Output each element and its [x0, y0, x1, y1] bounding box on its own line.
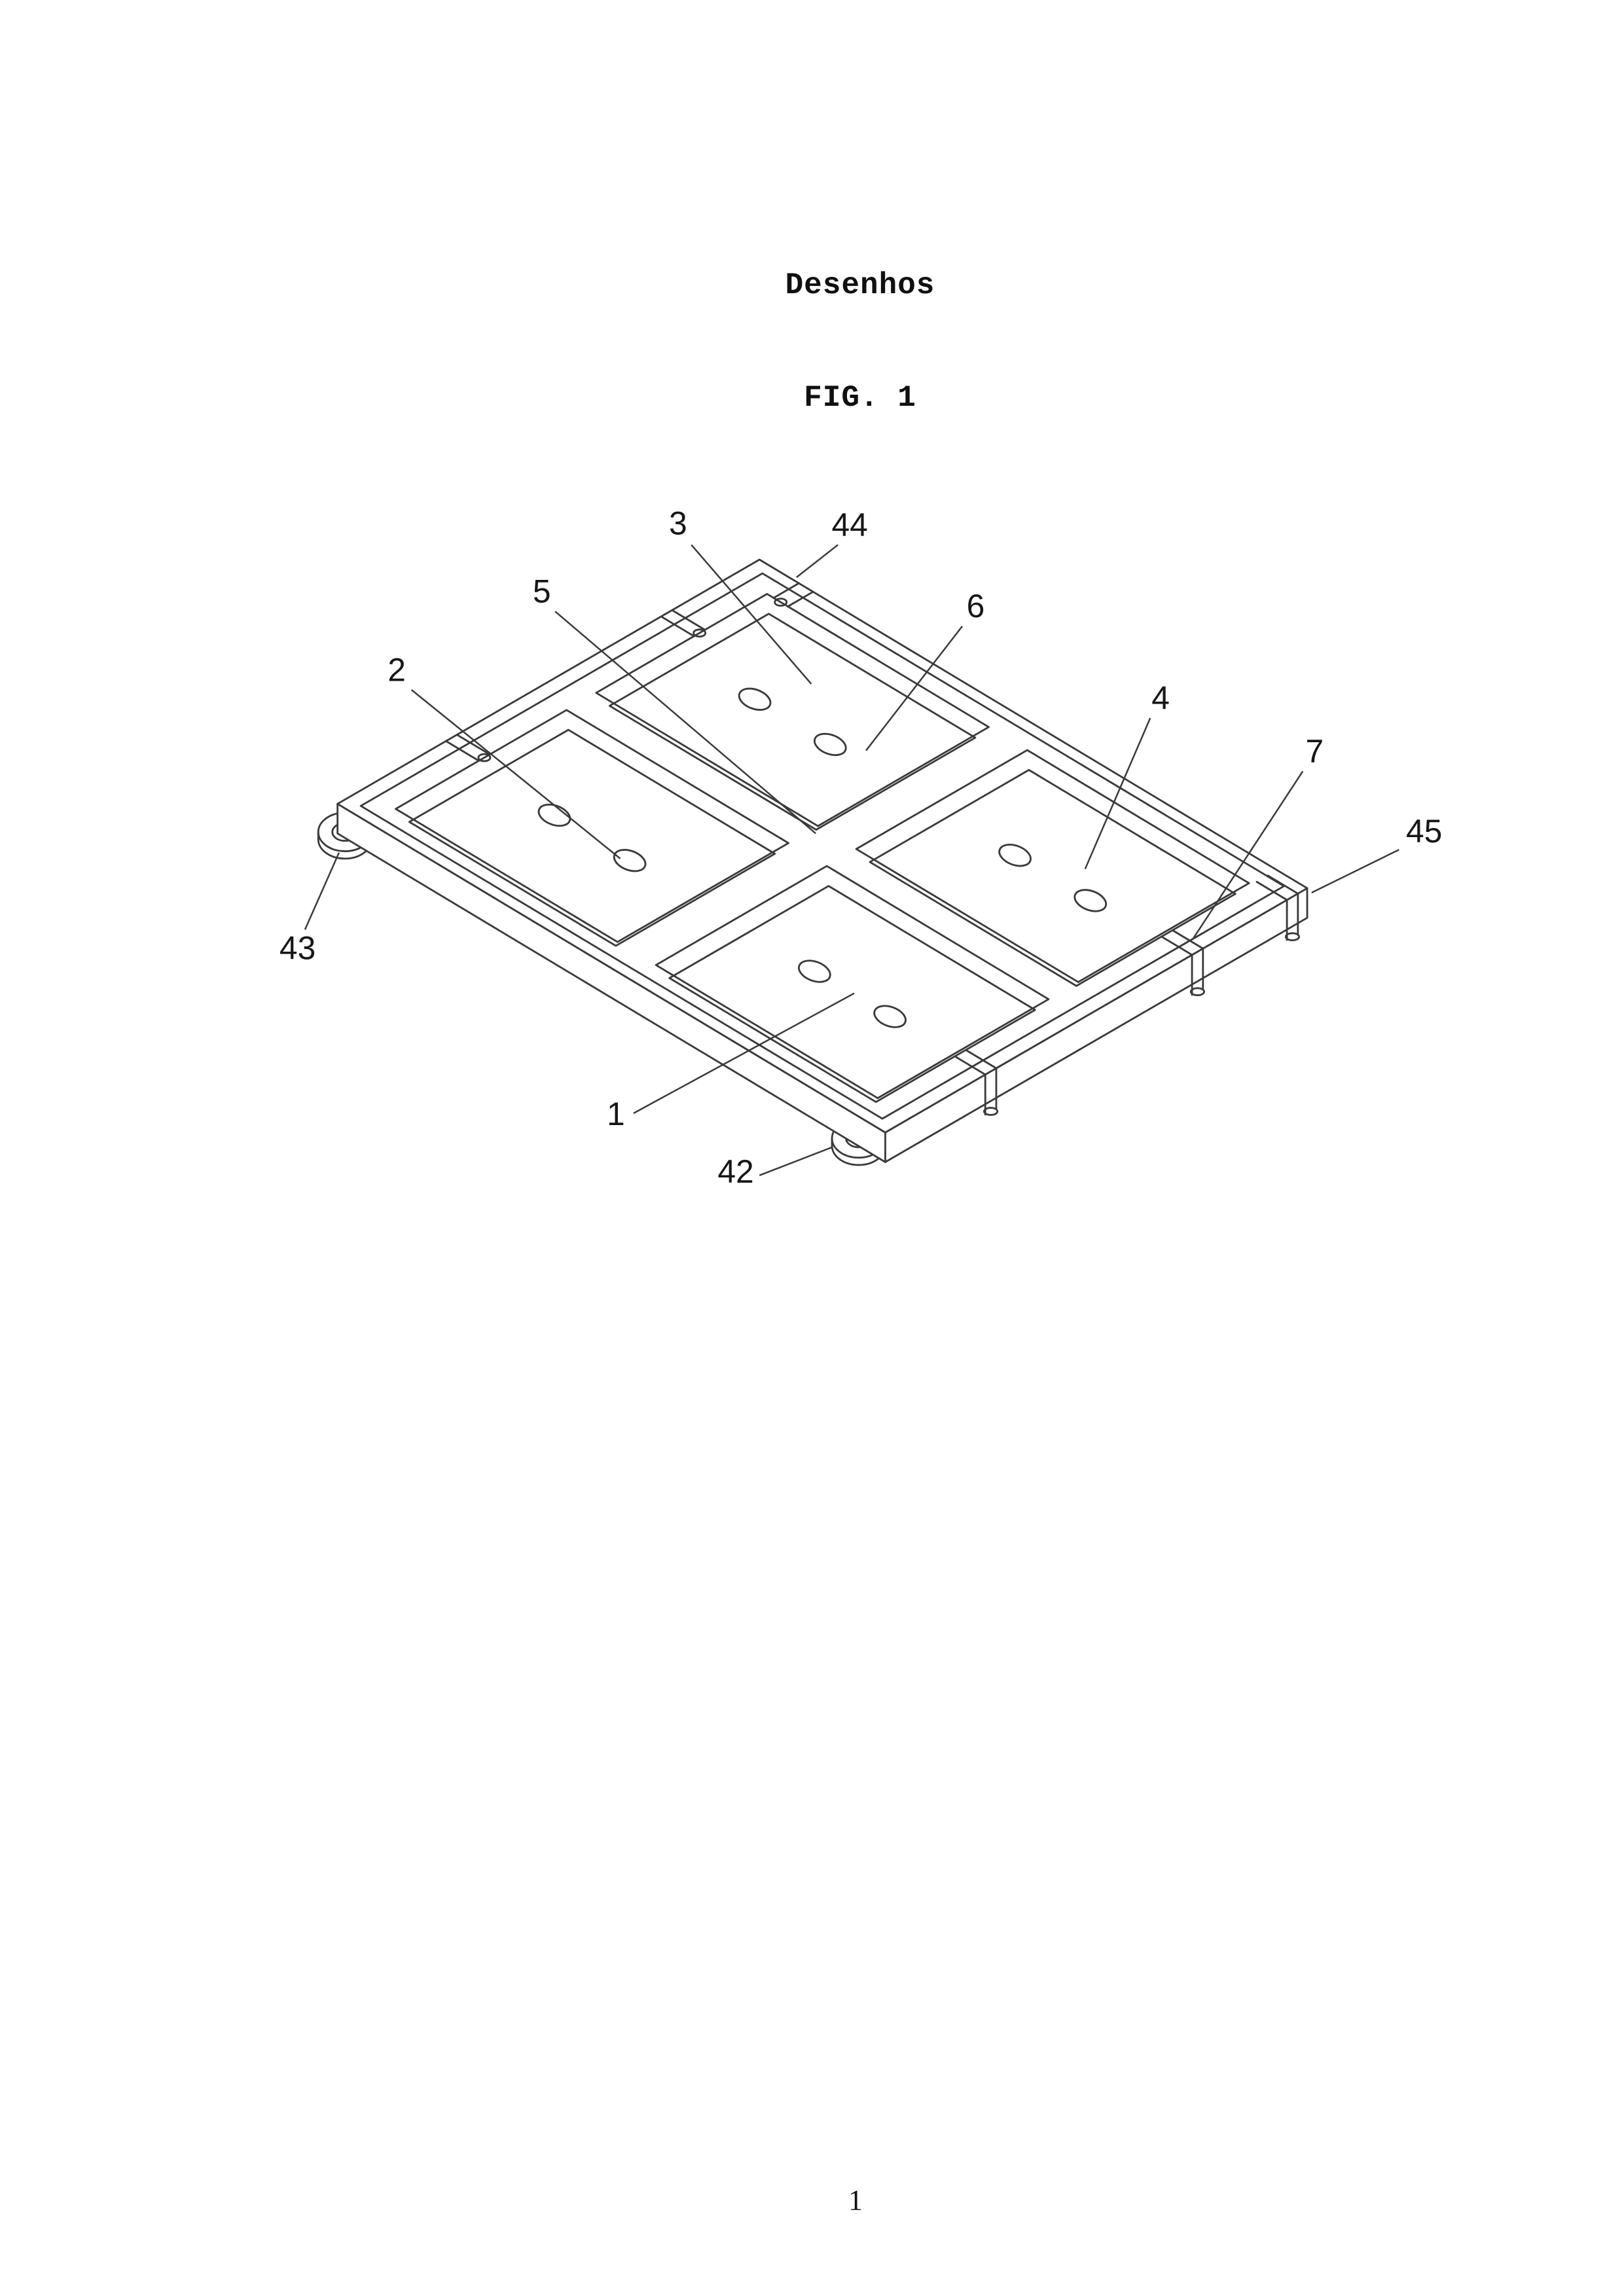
ref-label-4: 4	[1151, 679, 1170, 716]
leader-line-45	[1311, 849, 1399, 893]
ref-label-1: 1	[607, 1096, 625, 1132]
rim-notch-45	[1255, 880, 1288, 901]
page-number: 1	[848, 2184, 863, 2216]
leader-line-4	[1084, 717, 1151, 870]
compartment-1-bottom-opening	[655, 865, 1050, 1100]
compartment-1-bottom-hole-1	[798, 960, 831, 983]
leader-line-3	[691, 544, 812, 685]
tray-isometric-view	[317, 558, 1308, 1166]
rim-slot-back-left-2	[456, 734, 491, 756]
compartment-3-top-hole-1	[738, 687, 772, 711]
compartment-4-right-opening	[855, 749, 1250, 983]
rim-slot-back-left-2	[444, 740, 480, 762]
leader-line-44	[795, 544, 839, 579]
compartment-3-top-floor	[608, 613, 977, 831]
rim-notch-45	[1267, 874, 1299, 895]
compartment-4-right-hole-1	[998, 844, 1032, 867]
compartment-2-left-opening	[395, 709, 789, 943]
ref-label-6: 6	[967, 588, 985, 624]
tray-rim-inner-edge	[359, 572, 1285, 1120]
ref-label-45: 45	[1406, 813, 1442, 850]
rim-slot-back-left-1	[660, 615, 695, 637]
rim-slot-7	[1161, 935, 1193, 956]
leader-line-2	[410, 689, 621, 859]
ref-label-5: 5	[533, 573, 551, 610]
leader-line-43	[304, 852, 340, 930]
leader-line-6	[865, 626, 964, 751]
rim-slot-back-left-1	[671, 609, 706, 631]
rim-notch-44	[772, 582, 800, 599]
ref-label-43: 43	[280, 930, 316, 967]
ref-label-2: 2	[388, 651, 406, 688]
ref-label-42: 42	[717, 1153, 753, 1190]
compartment-1-bottom-hole-2	[873, 1005, 907, 1028]
compartment-1-bottom-floor	[668, 885, 1036, 1103]
ref-label-3: 3	[669, 505, 687, 542]
compartment-4-right-hole-2	[1074, 889, 1108, 912]
rim-slot-7-end	[1189, 987, 1206, 997]
compartment-2-left-hole-1	[537, 803, 571, 827]
rim-notch-45-end	[1284, 932, 1301, 942]
rim-notch-44-end	[774, 598, 788, 607]
rim-slot-front-right	[965, 1049, 998, 1069]
leader-line-42	[759, 1146, 833, 1176]
leader-line-5	[554, 611, 816, 834]
drawings-section-title: Desenhos	[785, 268, 935, 302]
rim-slot-back-left-2-end	[477, 753, 492, 762]
rim-slot-7	[1172, 929, 1204, 950]
ref-label-44: 44	[831, 507, 867, 543]
leader-line-7	[1192, 770, 1304, 939]
ref-label-7: 7	[1305, 733, 1324, 770]
rim-slot-back-left-1-end	[693, 628, 707, 638]
compartment-3-top-opening	[595, 593, 990, 827]
rim-slot-front-right-end	[983, 1107, 999, 1116]
figure-caption: FIG. 1	[804, 381, 916, 415]
compartment-3-top-hole-2	[813, 732, 847, 757]
leader-line-1	[633, 992, 855, 1114]
rim-notch-44	[787, 590, 814, 608]
compartment-2-left-floor	[408, 728, 776, 947]
compartment-4-right-floor	[869, 768, 1236, 987]
reference-numerals: 3 44 5 6 2 4 7 45 43 1 42	[280, 505, 1442, 1191]
rim-slot-front-right	[954, 1055, 986, 1076]
